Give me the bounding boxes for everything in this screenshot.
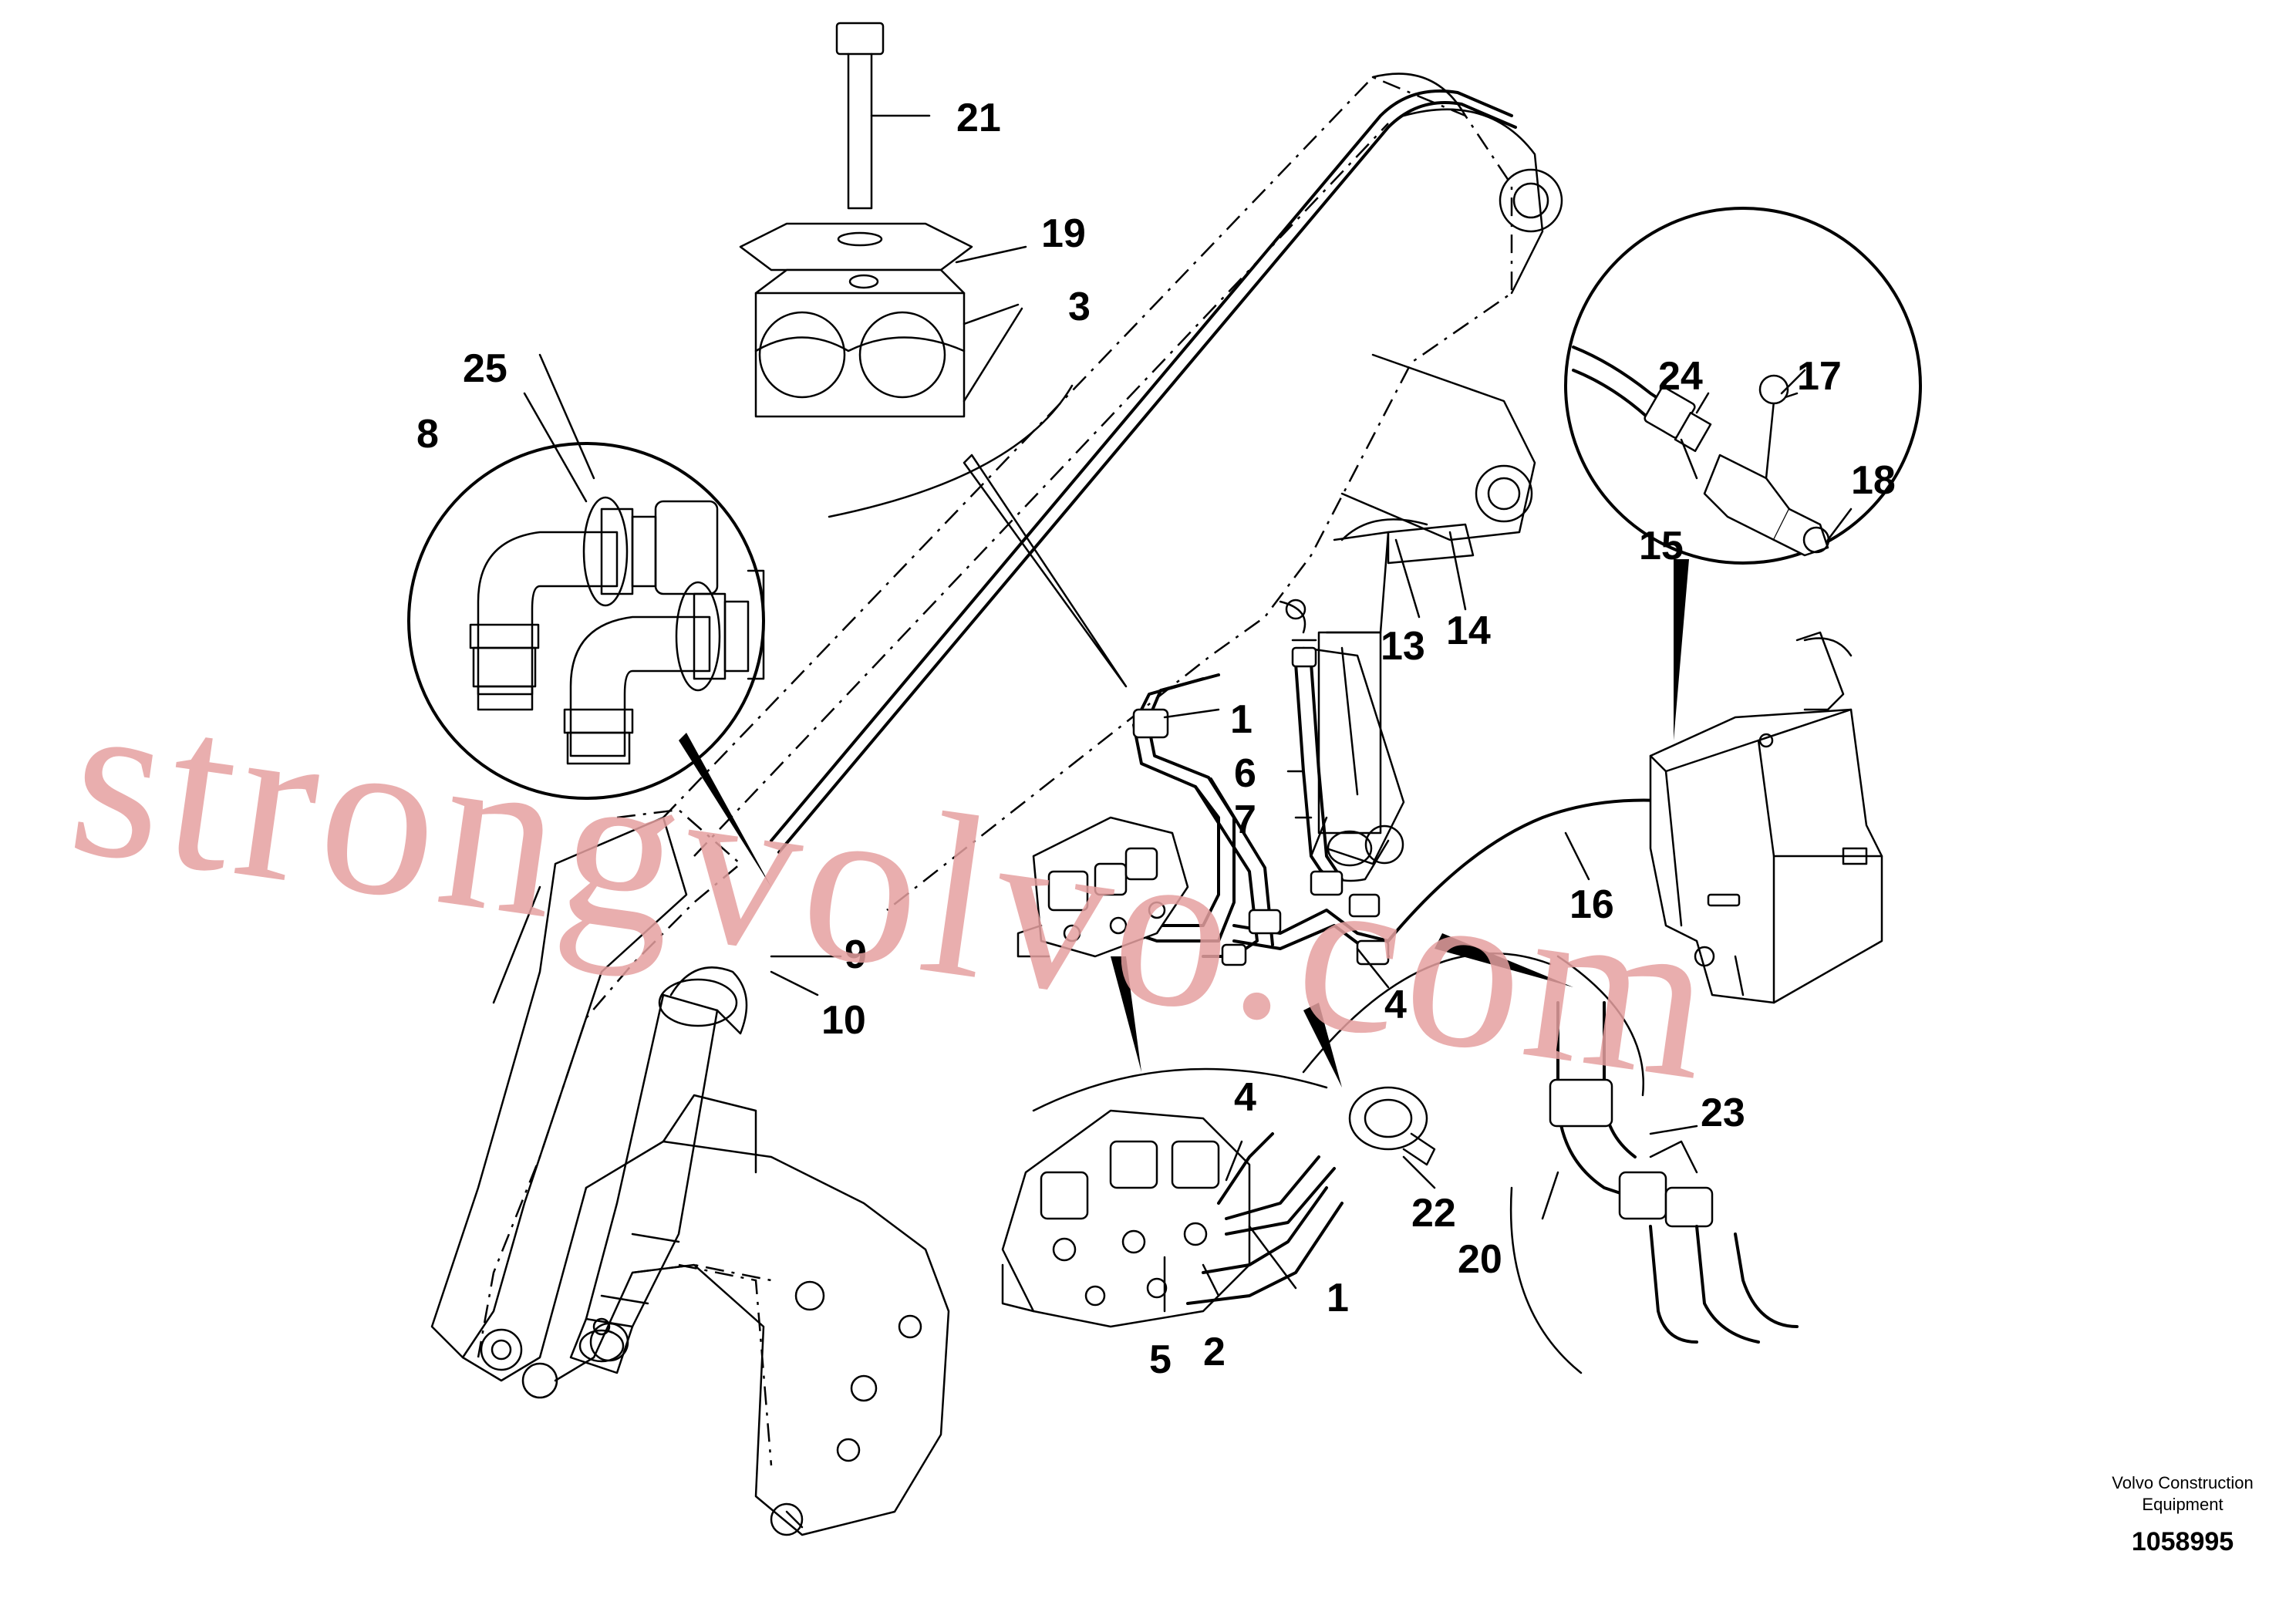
callout-15: 15	[1639, 524, 1684, 568]
callout-20: 20	[1458, 1237, 1502, 1282]
callout-18: 18	[1851, 458, 1896, 503]
callout-8: 8	[416, 412, 439, 457]
control-valve-upper	[1017, 816, 1189, 958]
callout-17: 17	[1797, 354, 1842, 399]
reservoir-tank	[1649, 631, 1883, 1004]
detail-clamp	[739, 22, 1128, 688]
callout-16: 16	[1569, 882, 1614, 927]
callout-14: 14	[1446, 609, 1491, 653]
callout-21: 21	[956, 96, 1001, 140]
title-block: Volvo Construction Equipment 1058995	[2112, 1473, 2253, 1556]
callout-10: 10	[821, 998, 866, 1043]
callout-24: 24	[1658, 354, 1703, 399]
callout-13: 13	[1381, 624, 1425, 669]
detail-lower-valve	[1001, 956, 1344, 1328]
callout-25: 25	[463, 346, 507, 391]
callout-7: 7	[1234, 798, 1256, 842]
detail-fittings	[1302, 933, 1799, 1374]
detail-elbows	[407, 442, 771, 887]
hoses-6-7	[1291, 639, 1344, 896]
hoses-1-2	[1109, 673, 1390, 958]
callout-19: 19	[1041, 211, 1086, 256]
callout-22: 22	[1411, 1191, 1456, 1236]
callout-23: 23	[1701, 1091, 1745, 1135]
watermark-text: strongvolvo.com	[58, 646, 1731, 1130]
callout-6: 6	[1234, 751, 1256, 796]
callout-9: 9	[845, 932, 867, 977]
callout-1-lower: 1	[1327, 1276, 1349, 1320]
center-fittings	[1221, 893, 1390, 966]
callout-labels: 21 19 3 25 8 1 6 7 13 14 16 9 10 4 4 24 …	[416, 96, 1896, 1382]
callout-2: 2	[1203, 1330, 1226, 1374]
callout-1-upper: 1	[1230, 697, 1253, 742]
swing-frame	[430, 808, 950, 1536]
callout-5: 5	[1149, 1337, 1172, 1382]
leader-lines	[523, 114, 1853, 1313]
detail-coupler	[1564, 207, 1922, 740]
hose-16	[1387, 798, 1683, 943]
callout-4-upper: 4	[1384, 983, 1407, 1027]
callout-3: 3	[1068, 285, 1091, 329]
boom-cylinder	[569, 966, 748, 1374]
company-name-line2: Equipment	[2142, 1495, 2223, 1514]
drawing-number: 1058995	[2132, 1527, 2234, 1556]
callout-4-lower: 4	[1234, 1075, 1256, 1120]
boom-outline	[663, 73, 1563, 911]
company-name-line1: Volvo Construction	[2112, 1473, 2253, 1492]
